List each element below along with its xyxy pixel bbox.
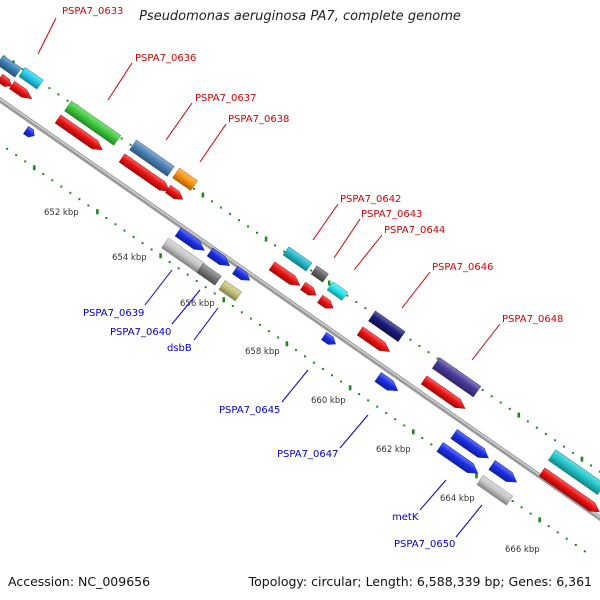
gene-fwd-06[interactable] bbox=[268, 261, 303, 290]
gene-rev-02[interactable] bbox=[174, 227, 207, 254]
gene-rev-05[interactable] bbox=[321, 331, 338, 347]
gene-fwd-08[interactable] bbox=[317, 294, 335, 312]
gene-features bbox=[0, 55, 600, 516]
label-pspa7-0636[interactable]: PSPA7_0636 bbox=[135, 53, 196, 64]
gene-pspa7-0643[interactable] bbox=[310, 265, 329, 283]
gene-pspa7-0647[interactable] bbox=[450, 429, 492, 462]
top-gene-labels: PSPA7_0633 PSPA7_0636 PSPA7_0637 PSPA7_0… bbox=[62, 6, 563, 325]
gene-pspa7-0633b[interactable] bbox=[18, 67, 44, 90]
gene-fwd-02[interactable] bbox=[9, 80, 34, 102]
gene-pspa7-0648[interactable] bbox=[431, 357, 482, 398]
ruler-652: 652 kbp bbox=[44, 208, 79, 218]
label-pspa7-0637[interactable]: PSPA7_0637 bbox=[195, 93, 256, 104]
ruler-658: 658 kbp bbox=[245, 347, 280, 357]
label-pspa7-0639[interactable]: PSPA7_0639 bbox=[83, 308, 144, 319]
gene-dsbb[interactable] bbox=[218, 280, 242, 302]
label-pspa7-0638[interactable]: PSPA7_0638 bbox=[228, 114, 289, 125]
gene-rev-03[interactable] bbox=[206, 247, 232, 270]
gene-pspa7-0642[interactable] bbox=[282, 246, 313, 272]
genome-backbone-highlight bbox=[0, 98, 600, 518]
gene-metk[interactable] bbox=[488, 460, 520, 486]
label-pspa7-0643[interactable]: PSPA7_0643 bbox=[361, 209, 422, 220]
label-pspa7-0647[interactable]: PSPA7_0647 bbox=[277, 449, 338, 460]
map-title: Pseudomonas aeruginosa PA7, complete gen… bbox=[139, 9, 461, 24]
label-pspa7-0648[interactable]: PSPA7_0648 bbox=[502, 314, 563, 325]
gene-pspa7-0637[interactable] bbox=[129, 139, 175, 177]
gene-fwd-10[interactable] bbox=[420, 375, 468, 413]
label-pspa7-0646[interactable]: PSPA7_0646 bbox=[432, 262, 493, 273]
label-pspa7-0644[interactable]: PSPA7_0644 bbox=[384, 225, 445, 236]
ruler-654: 654 kbp bbox=[112, 253, 147, 263]
gene-pspa7-0645[interactable] bbox=[374, 372, 401, 395]
label-pspa7-0633[interactable]: PSPA7_0633 bbox=[62, 6, 123, 17]
gene-pspa7-0633[interactable] bbox=[0, 55, 22, 78]
ruler-666: 666 kbp bbox=[505, 545, 540, 555]
gene-fwd-09[interactable] bbox=[356, 326, 392, 356]
callout-lines bbox=[37, 17, 501, 538]
bottom-gene-labels: PSPA7_0639 PSPA7_0640 dsbB PSPA7_0645 PS… bbox=[83, 308, 455, 550]
gene-pspa7-0644[interactable] bbox=[326, 281, 348, 301]
gene-rev-04[interactable] bbox=[232, 265, 252, 284]
genome-summary-text: Topology: circular; Length: 6,588,339 bp… bbox=[248, 574, 592, 589]
label-metk[interactable]: metK bbox=[392, 512, 419, 523]
gene-fwd-01[interactable] bbox=[0, 73, 14, 89]
gene-fwd-05[interactable] bbox=[165, 184, 185, 203]
ruler-664: 664 kbp bbox=[440, 494, 475, 504]
label-pspa7-0645[interactable]: PSPA7_0645 bbox=[219, 405, 280, 416]
label-pspa7-0640[interactable]: PSPA7_0640 bbox=[110, 327, 171, 338]
ruler-662: 662 kbp bbox=[376, 445, 411, 455]
label-pspa7-0642[interactable]: PSPA7_0642 bbox=[340, 194, 401, 205]
accession-text: Accession: NC_009656 bbox=[8, 574, 151, 589]
gene-fwd-03[interactable] bbox=[54, 114, 105, 154]
gene-fwd-07[interactable] bbox=[300, 281, 318, 299]
gene-rev-06[interactable] bbox=[436, 442, 481, 477]
gene-pspa7-0640[interactable] bbox=[196, 263, 222, 286]
gene-rev-01[interactable] bbox=[23, 125, 36, 139]
gene-fwd-04[interactable] bbox=[118, 153, 172, 195]
gene-fwd-11[interactable] bbox=[538, 467, 600, 516]
ruler-labels: 652 kbp 654 kbp 656 kbp 658 kbp 660 kbp … bbox=[44, 208, 540, 555]
gene-pspa7-0650[interactable] bbox=[476, 475, 514, 506]
gene-pspa7-0646[interactable] bbox=[368, 310, 406, 342]
ruler-660: 660 kbp bbox=[311, 396, 346, 406]
label-pspa7-0650[interactable]: PSPA7_0650 bbox=[394, 539, 455, 550]
label-dsbb[interactable]: dsbB bbox=[167, 343, 192, 354]
gene-right-cyan[interactable] bbox=[547, 449, 600, 495]
gene-pspa7-0638[interactable] bbox=[172, 167, 198, 191]
genome-backbone bbox=[0, 96, 600, 522]
gene-pspa7-0636[interactable] bbox=[64, 100, 122, 146]
ruler-656: 656 kbp bbox=[180, 299, 215, 309]
